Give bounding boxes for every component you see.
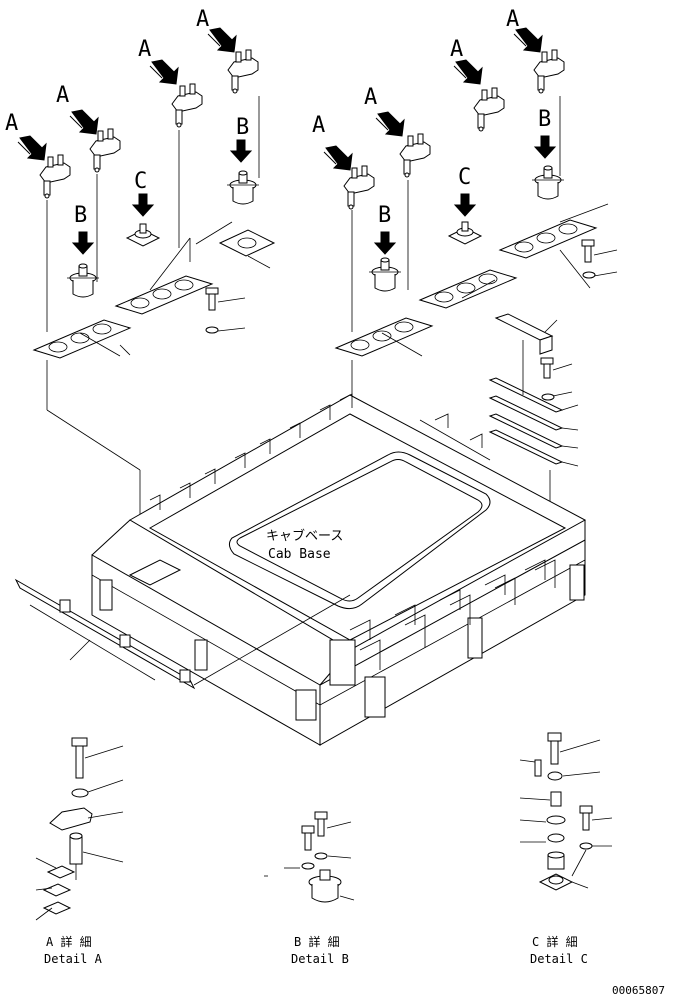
callout-a: A [312,113,325,138]
callout-b: B [236,115,249,140]
callout-a: A [5,111,18,136]
right-upper-assembly [323,27,618,505]
callout-a: A [506,7,519,32]
callout-a: A [196,7,209,32]
detail-a-parts [35,737,124,921]
callout-a: A [364,85,377,110]
callout-a: A [56,83,69,108]
detail-c-title-jp: C 詳 細 [532,934,578,949]
cab-base-frame [14,393,587,746]
detail-a-title-en: Detail A [44,952,103,966]
callout-c: C [134,169,147,194]
callout-letters: A A A A B B C A A A A B B C [5,7,551,228]
callout-b: B [538,107,551,132]
left-upper-assembly [17,27,276,520]
callout-b: B [378,203,391,228]
detail-a-title-jp: A 詳 細 [46,934,92,949]
detail-c-parts [519,732,613,891]
detail-c-title-en: Detail C [530,952,588,966]
cab-base-label-jp: キャブベース [266,528,343,544]
callout-a: A [138,37,151,62]
cab-base-label-en: Cab Base [268,547,331,562]
drawing-number: 00065807 [612,984,665,996]
detail-b-title-jp: B 詳 細 [294,934,340,949]
detail-b-title-en: Detail B [291,952,349,966]
callout-a: A [450,37,463,62]
detail-b-parts [264,811,355,903]
callout-b: B [74,203,87,228]
callout-c: C [458,165,471,190]
